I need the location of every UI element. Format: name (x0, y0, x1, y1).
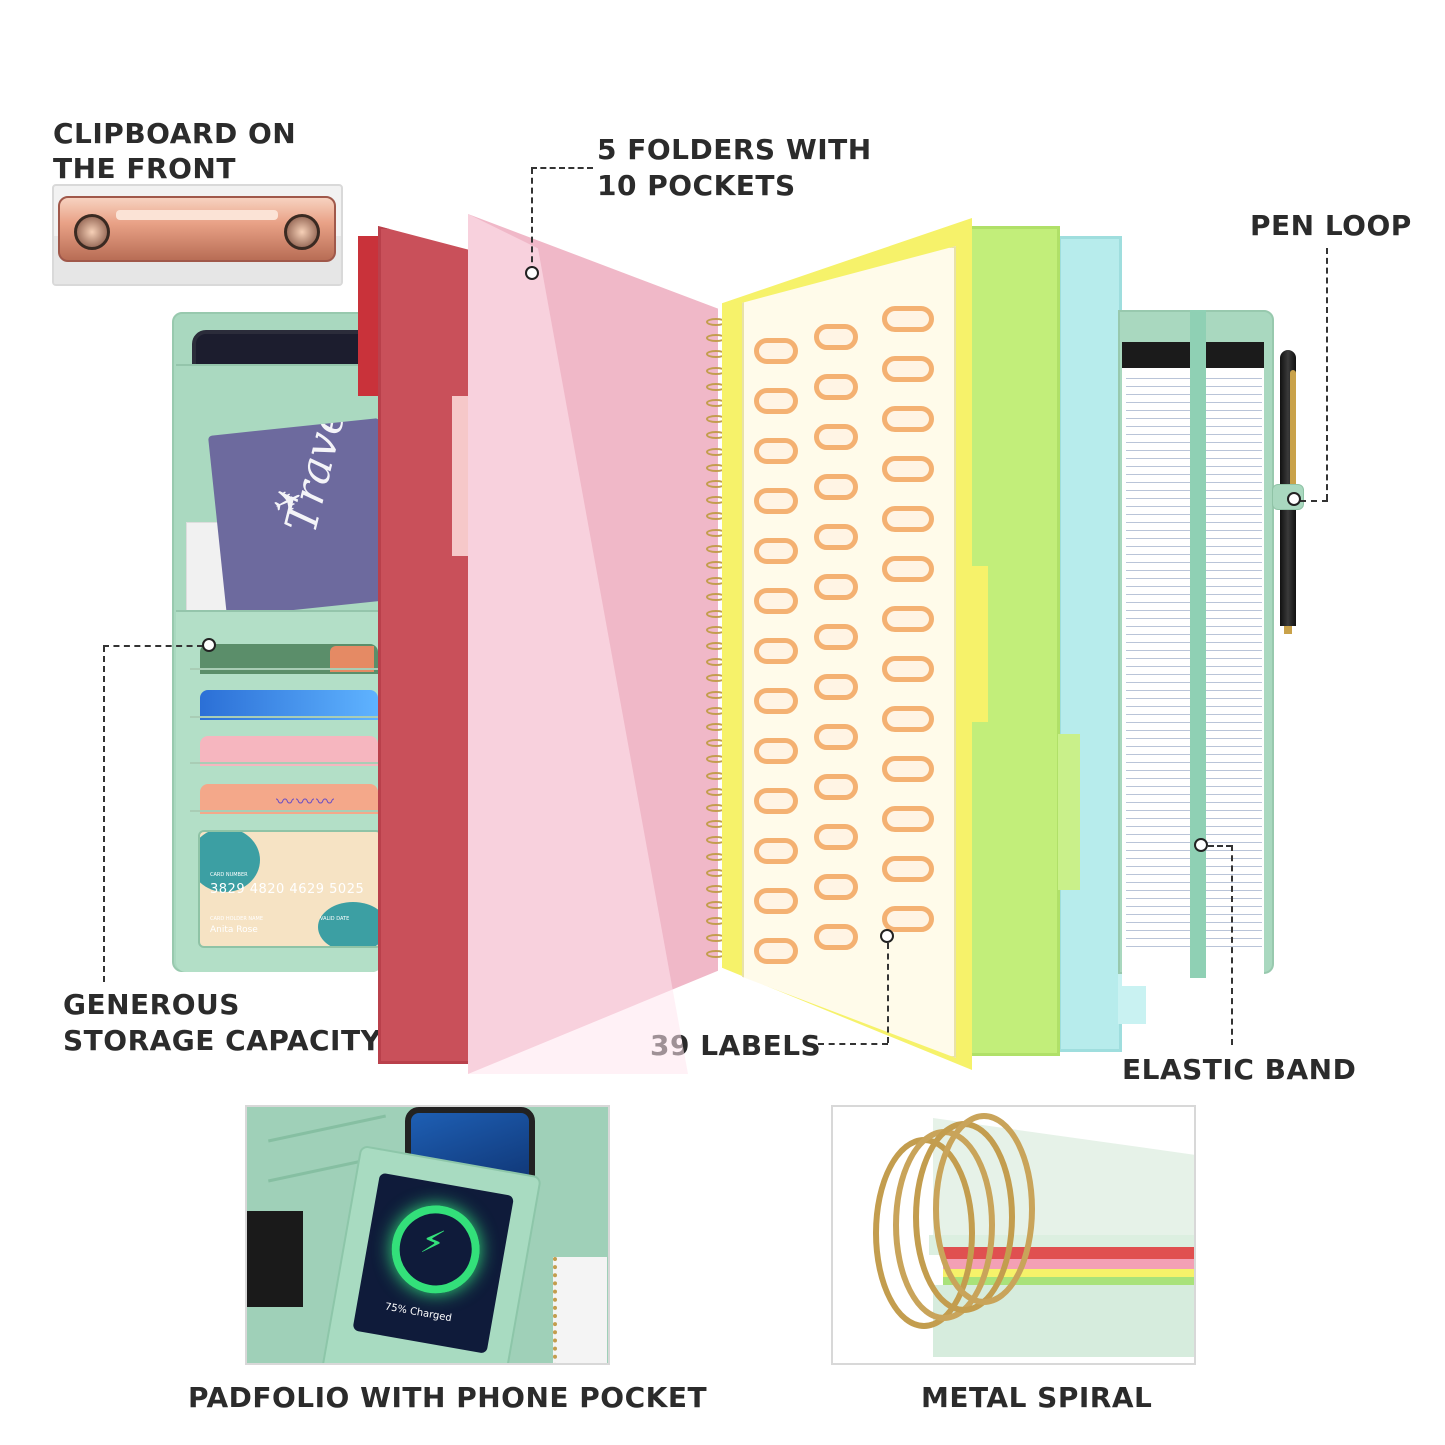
card-window: CARD NUMBER 3829 4820 4629 5025 CARD HOL… (198, 830, 382, 948)
storage-dot (202, 638, 216, 652)
label-slot (754, 438, 798, 464)
label-slot (754, 788, 798, 814)
label-slot (882, 706, 934, 732)
label-slot (754, 538, 798, 564)
label-slot (814, 424, 858, 450)
phone-pocket: ⚡ 75% Charged (320, 1144, 542, 1363)
label-slot (754, 338, 798, 364)
card-number-label: CARD NUMBER (210, 872, 248, 878)
phone-pocket-inset: ⚡ 75% Charged (245, 1105, 610, 1365)
label-slot (882, 506, 934, 532)
green-folder-tab (1058, 734, 1080, 890)
label-slot (754, 638, 798, 664)
storage-callout: GENEROUS STORAGE CAPACITY (63, 988, 382, 1058)
metal-spiral-caption: METAL SPIRAL (921, 1381, 1153, 1414)
folders-dot (525, 266, 539, 280)
red-folder-divider (452, 396, 472, 556)
card-holder-name: Anita Rose (210, 925, 258, 935)
clipboard-callout: CLIPBOARD ON THE FRONT (53, 117, 297, 185)
label-slot (814, 874, 858, 900)
label-slot (754, 488, 798, 514)
label-slot (754, 938, 798, 964)
label-slot (814, 774, 858, 800)
pen-loop-callout: PEN LOOP (1250, 209, 1412, 242)
pen-icon (1276, 350, 1300, 634)
label-slot (754, 738, 798, 764)
label-slot (814, 724, 858, 750)
card-holder-label: CARD HOLDER NAME (210, 916, 264, 922)
yellow-folder-tab (968, 566, 988, 722)
card-valid-label: VALID DATE (320, 916, 350, 922)
label-slot (754, 688, 798, 714)
label-slot (814, 474, 858, 500)
card-number: 3829 4820 4629 5025 (210, 882, 365, 897)
label-slot (882, 606, 934, 632)
label-slot (882, 356, 934, 382)
label-slot (814, 574, 858, 600)
label-slot (814, 924, 858, 950)
label-slot (814, 824, 858, 850)
label-slot (754, 388, 798, 414)
label-slot (814, 324, 858, 350)
label-slot (882, 906, 934, 932)
phone-status: 75% Charged (383, 1301, 453, 1325)
label-slot (814, 374, 858, 400)
label-slot (882, 806, 934, 832)
card-orange: 〰〰〰 (200, 784, 378, 814)
clipboard-clip-icon (58, 196, 336, 262)
label-slot (814, 674, 858, 700)
metal-spiral-inset (831, 1105, 1196, 1365)
passport-text: Travel (275, 418, 360, 538)
elastic-callout: ELASTIC BAND (1122, 1053, 1357, 1086)
label-slot (754, 838, 798, 864)
label-slot (814, 624, 858, 650)
label-slot (882, 656, 934, 682)
blue-folder (1058, 236, 1122, 1052)
passport: ✈ Travel (208, 418, 399, 618)
label-slot (814, 524, 858, 550)
red-folder (378, 226, 474, 1064)
card-pink (200, 736, 378, 766)
label-slot (882, 456, 934, 482)
label-slot (882, 556, 934, 582)
elastic-dot (1194, 838, 1208, 852)
label-slot (882, 306, 934, 332)
elastic-band (1190, 310, 1206, 978)
label-slot (754, 588, 798, 614)
folders-callout: 5 FOLDERS WITH 10 POCKETS (597, 133, 872, 202)
label-slot (882, 406, 934, 432)
phone-pocket-caption: PADFOLIO WITH PHONE POCKET (188, 1381, 708, 1414)
label-slot (754, 888, 798, 914)
pen-loop-dot (1287, 492, 1301, 506)
card-blue (200, 690, 378, 720)
clipboard-inset (52, 184, 343, 286)
label-slot (882, 856, 934, 882)
labels-dot (880, 929, 894, 943)
label-slot (882, 756, 934, 782)
